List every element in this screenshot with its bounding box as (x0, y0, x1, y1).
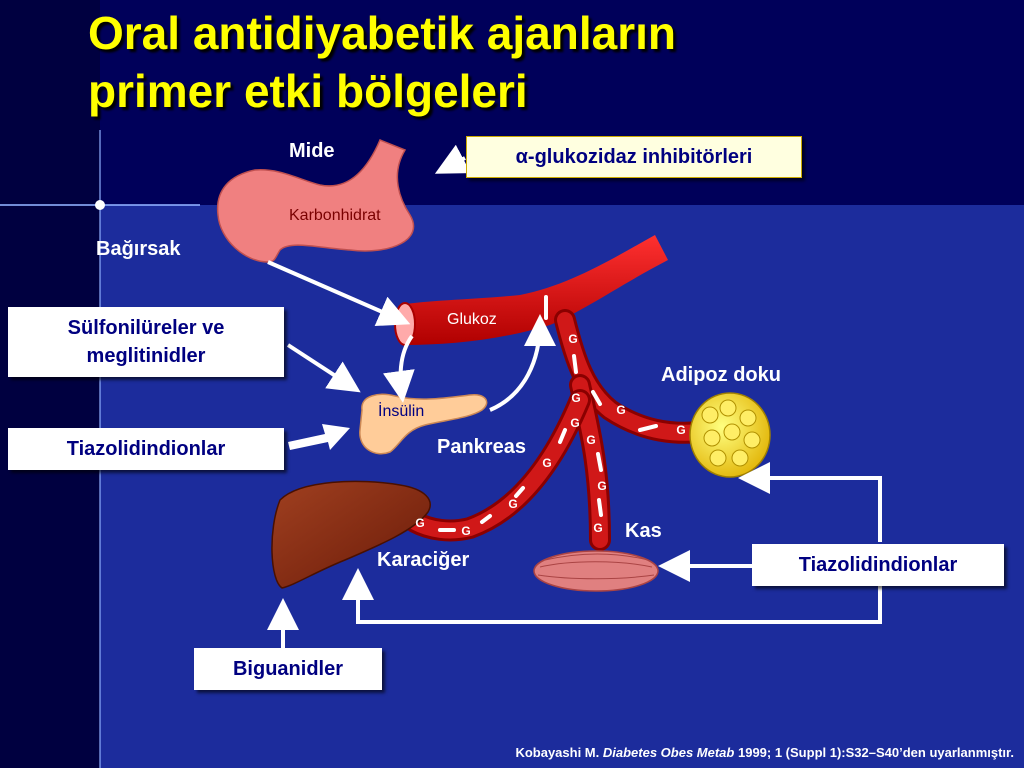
sulfonylurea-box: Sülfonilüreler ve meglitinidler (8, 307, 284, 377)
page-title: Oral antidiyabetik ajanların primer etki… (88, 4, 676, 120)
vessel-dashes (438, 295, 658, 532)
arrow-alpha-to-stomach (434, 144, 471, 174)
g-marker: G (593, 521, 602, 535)
biguanide-box: Biguanidler (194, 648, 382, 690)
vessel-branches (404, 309, 711, 551)
alpha-glucosidase-box: α-glukozidaz inhibitörleri (466, 136, 802, 178)
g-marker: G (508, 497, 517, 511)
adipose-label: Adipoz doku (661, 364, 781, 386)
g-marker: G (415, 516, 424, 530)
sulfonylurea-text-2: meglitinidler (86, 345, 206, 367)
tzd-left-box: Tiazolidindionlar (8, 428, 284, 470)
g-marker: G (570, 416, 579, 430)
g-marker: G (616, 403, 625, 417)
biguanide-text: Biguanidler (232, 658, 343, 680)
arrow-tzd-to-liver (342, 568, 882, 624)
liver-label: Karaciğer (377, 549, 470, 571)
insulin-label: İnsülin (378, 403, 425, 420)
g-marker: G (597, 479, 606, 493)
g-marker: G (542, 456, 551, 470)
arrow-sulf-to-pancreas (286, 343, 361, 393)
alpha-glucosidase-text: α-glukozidaz inhibitörleri (515, 146, 753, 168)
citation-rest: 1999; 1 (Suppl 1):S32–S40’den uyarlanmış… (737, 745, 1014, 760)
title-line-1: Oral antidiyabetik ajanların (88, 7, 676, 59)
adipose-shape (689, 392, 771, 478)
arrows (267, 144, 882, 648)
arrow-tzd-left-to-pancreas (288, 424, 350, 450)
g-marker: G (586, 433, 595, 447)
left-panel (0, 0, 100, 768)
g-marker: G (568, 332, 577, 346)
intestine-label: Bağırsak (96, 238, 181, 260)
g-marker: G (571, 391, 580, 405)
arrow-intestine-to-vessel (267, 260, 411, 327)
muscle-shape (533, 550, 659, 592)
stomach-label: Mide (289, 140, 335, 162)
citation: Kobayashi M. Diabetes Obes Metab 1999; 1… (515, 745, 1014, 760)
g-marker: G (676, 423, 685, 437)
arrow-glucose-to-insulin (382, 334, 415, 403)
blood-vessel-main (400, 235, 668, 345)
tzd-right-text: Tiazolidindionlar (798, 554, 958, 576)
sulfonylurea-text-1: Sülfonilüreler ve (67, 317, 225, 339)
arrow-insulin-to-vessel (489, 314, 556, 412)
pancreas-label: Pankreas (437, 436, 526, 458)
tzd-right-box: Tiazolidindionlar (752, 544, 1004, 586)
title-line-2: primer etki bölgeleri (88, 65, 528, 117)
carbohydrate-label: Karbonhidrat (289, 207, 381, 224)
glucose-label: Glukoz (447, 311, 497, 328)
muscle-label: Kas (625, 520, 662, 542)
arrow-tzd-to-adipose (738, 462, 882, 542)
liver-shape (271, 480, 431, 589)
citation-journal: Diabetes Obes Metab (602, 745, 735, 760)
citation-author: Kobayashi M. (515, 745, 600, 760)
glucose-markers: G G G G G G G G G G G G (415, 332, 685, 538)
g-marker: G (461, 524, 470, 538)
tzd-left-text: Tiazolidindionlar (66, 438, 226, 460)
